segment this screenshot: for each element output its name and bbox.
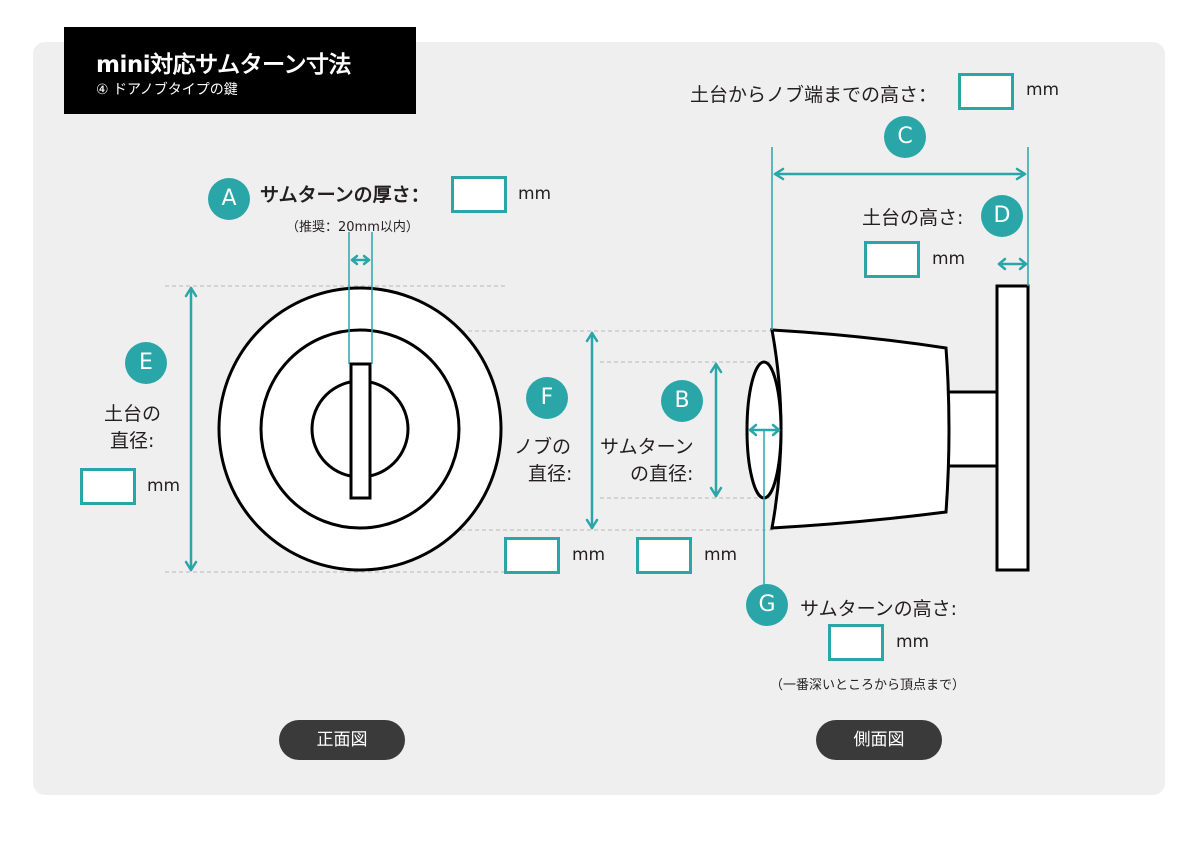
title-box: mini対応サムターン寸法 ④ ドアノブタイプの鍵: [64, 27, 416, 114]
unit-b: mm: [704, 545, 738, 565]
label-e-line2: 直径:: [110, 430, 155, 452]
input-box-b[interactable]: [636, 537, 692, 574]
badge-c: C: [884, 116, 926, 158]
dimension-lines: [348, 147, 1029, 600]
dimension-arrows: [184, 167, 1028, 572]
badge-a: A: [208, 178, 250, 220]
side-view-drawing: [745, 284, 1030, 572]
unit-c: mm: [1026, 80, 1060, 100]
label-d: 土台の高さ:: [862, 207, 964, 229]
badge-e: E: [125, 342, 167, 384]
front-view-button[interactable]: 正面図: [279, 720, 405, 760]
input-box-c[interactable]: [958, 73, 1014, 110]
badge-d: D: [981, 195, 1023, 237]
input-box-d[interactable]: [864, 241, 920, 278]
front-view-drawing: [217, 286, 503, 572]
input-box-g[interactable]: [828, 624, 884, 661]
unit-a: mm: [518, 184, 552, 204]
knob-neck: [944, 390, 1001, 468]
label-e-line1: 土台の: [104, 403, 162, 425]
side-view-button[interactable]: 側面図: [816, 720, 942, 760]
thumbturn-blade: [349, 362, 372, 500]
note-a: （推奨：20mm以内）: [286, 220, 419, 235]
unit-d: mm: [932, 249, 966, 269]
label-b-line2: の直径:: [630, 463, 694, 485]
guide-lines: [165, 285, 775, 573]
unit-f: mm: [572, 545, 606, 565]
input-box-e[interactable]: [80, 468, 136, 505]
page-title: mini対応サムターン寸法: [96, 52, 352, 78]
note-g: （一番深いところから頂点まで）: [770, 678, 966, 693]
label-f-line1: ノブの: [514, 436, 572, 458]
badge-b: B: [661, 380, 703, 422]
badge-f: F: [526, 377, 568, 419]
input-box-a[interactable]: [451, 176, 507, 213]
unit-g: mm: [896, 632, 930, 652]
label-b-line1: サムターン: [600, 436, 694, 458]
unit-e: mm: [147, 476, 181, 496]
label-c: 土台からノブ端までの高さ：: [690, 84, 938, 106]
base-plate: [995, 284, 1030, 572]
input-box-f[interactable]: [504, 537, 560, 574]
label-a: サムターンの厚さ：: [260, 184, 430, 206]
badge-g: G: [746, 584, 788, 626]
page-subtitle: ④ ドアノブタイプの鍵: [96, 82, 238, 98]
label-g: サムターンの高さ:: [800, 598, 958, 620]
label-f-line2: 直径:: [528, 463, 573, 485]
knob-body: [770, 328, 951, 530]
